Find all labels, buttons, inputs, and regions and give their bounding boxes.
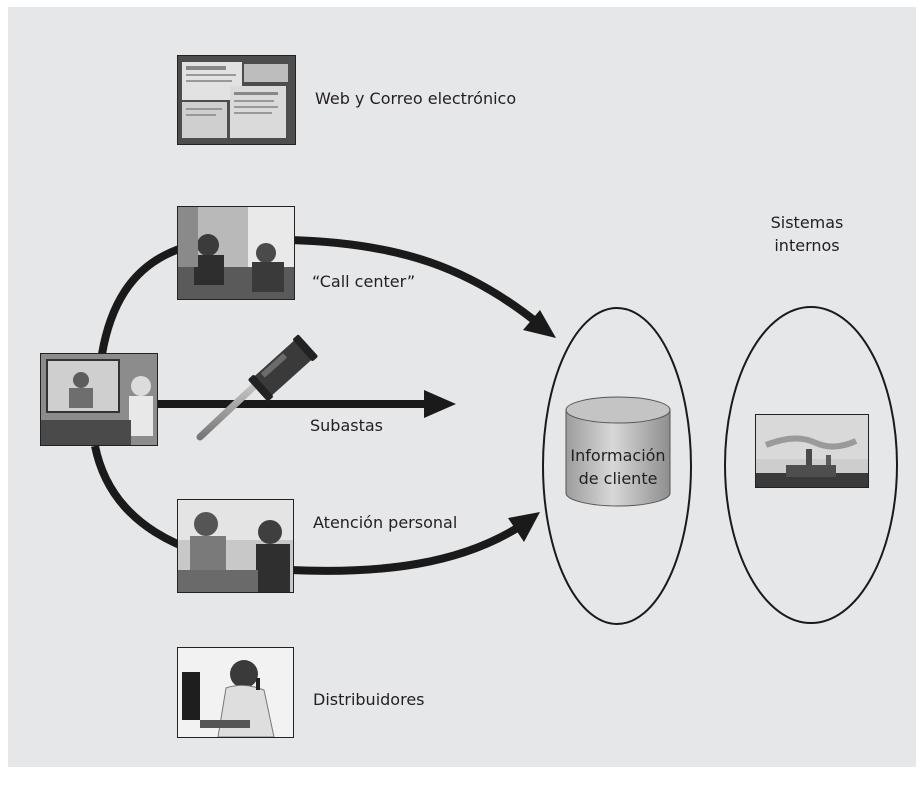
customer-info-line2: de cliente (578, 469, 658, 488)
channel-label-personal-attention: Atención personal (313, 513, 458, 532)
internal-systems-ellipse (724, 306, 898, 624)
diagram-panel (8, 7, 916, 767)
channel-label-auctions: Subastas (310, 416, 384, 435)
call-center-arrow (289, 236, 543, 329)
auction-arrowhead (424, 390, 456, 418)
web-screenshot-image (177, 55, 296, 145)
gavel-icon (196, 334, 318, 441)
personal-attention-arrowhead (508, 512, 540, 542)
personal-attention-photo (177, 499, 294, 593)
internal-systems-line2: internos (774, 236, 840, 255)
channel-label-call-center: “Call center” (312, 272, 416, 291)
customer-info-label: Información de cliente (556, 444, 680, 490)
database-cylinder-icon (565, 396, 671, 507)
internal-systems-label: Sistemas internos (752, 211, 862, 257)
industrial-plant-photo (755, 414, 869, 488)
distributor-photo (177, 647, 294, 738)
call-center-photo (177, 206, 295, 300)
channel-label-web-email: Web y Correo electrónico (315, 89, 517, 108)
call-center-arrowhead (523, 310, 556, 338)
channel-label-distributors: Distribuidores (313, 690, 425, 709)
customer-info-ellipse (542, 307, 692, 625)
video-conference-photo (40, 353, 158, 446)
internal-systems-line1: Sistemas (770, 213, 844, 232)
customer-info-line1: Información (570, 446, 666, 465)
personal-attention-arrow (289, 521, 525, 575)
